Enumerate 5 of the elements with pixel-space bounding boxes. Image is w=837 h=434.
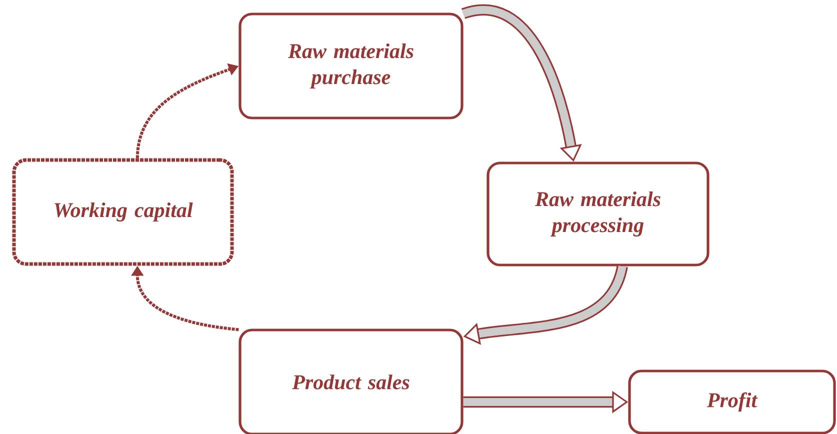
dotted-box: Working capital	[12, 158, 234, 266]
process-box: Profit	[628, 370, 836, 434]
process-box: Raw materials purchase	[238, 12, 464, 120]
process-box: Product sales	[238, 328, 464, 434]
process-box: Raw materials processing	[486, 162, 710, 266]
